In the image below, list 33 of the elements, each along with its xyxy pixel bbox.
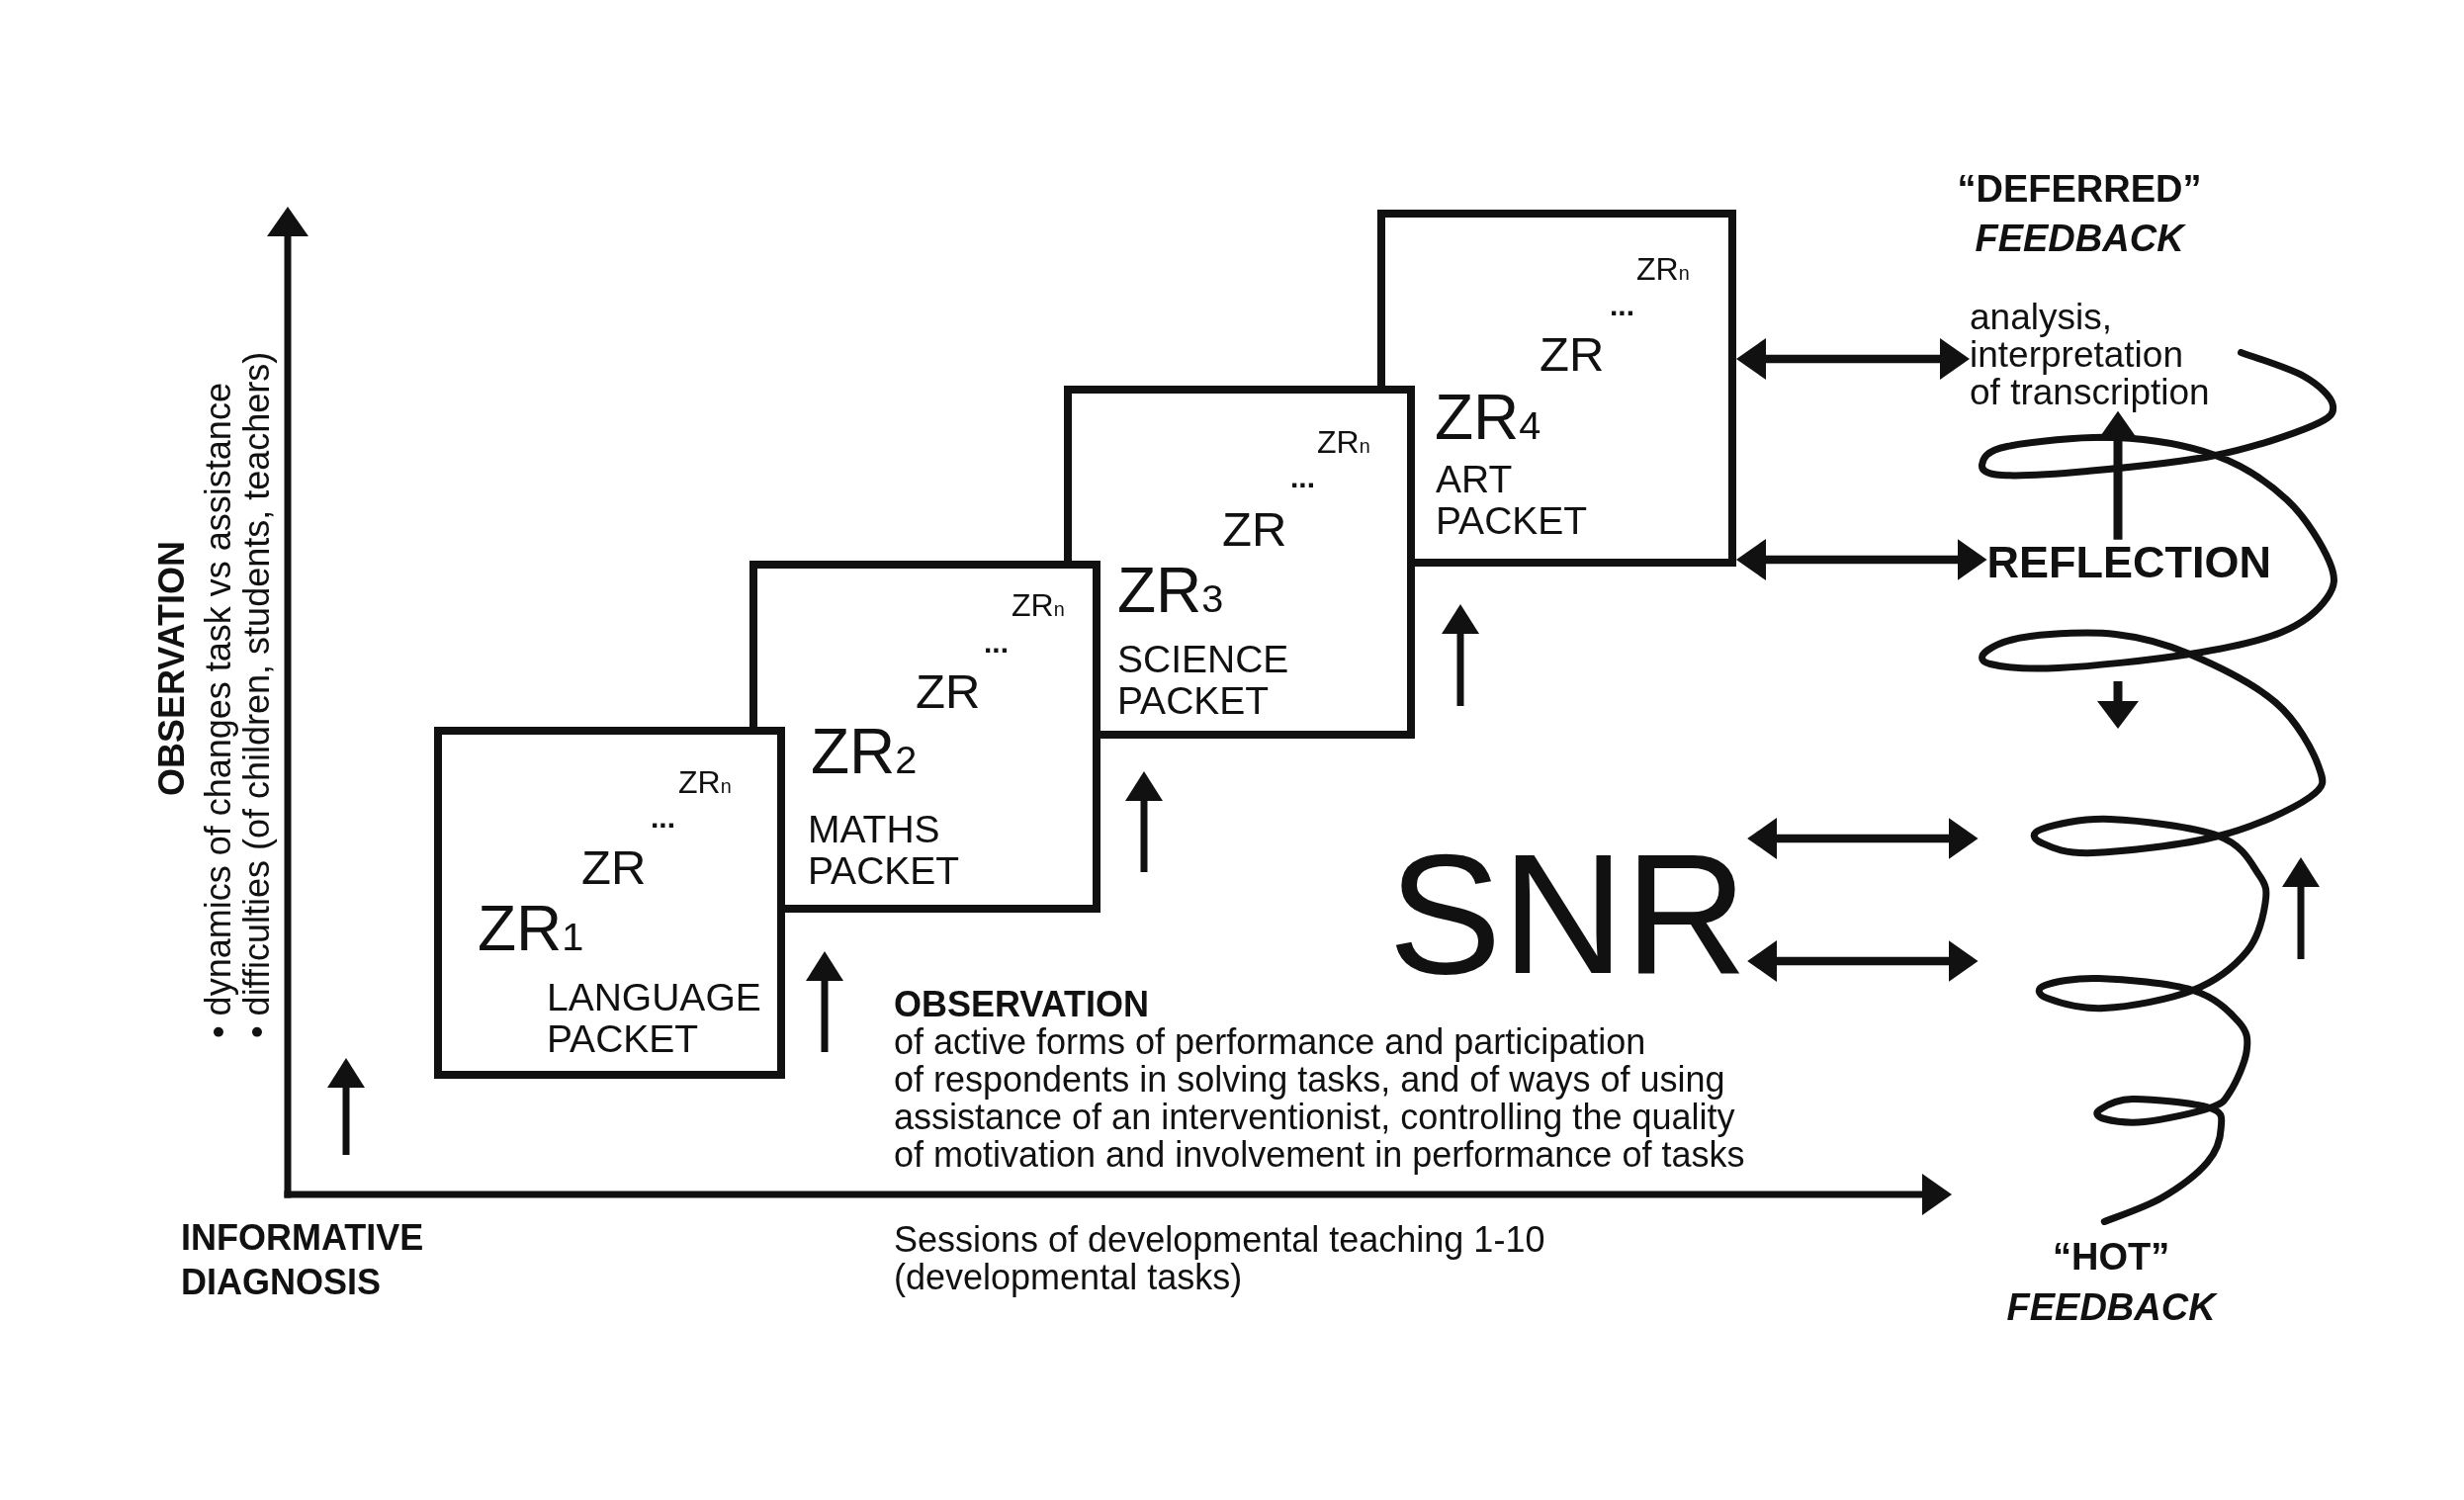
axis-heading: OBSERVATION: [154, 540, 191, 796]
zone-label: ZR: [1540, 329, 1605, 379]
packet-box: [434, 727, 785, 1079]
ellipsis-mark: ...: [984, 627, 1009, 658]
packet-label: LANGUAGE PACKET: [547, 977, 761, 1061]
axis-label: Sessions of developmental teaching 1-10 (developmental tasks): [894, 1221, 1545, 1297]
packet-label: SCIENCE PACKET: [1117, 639, 1289, 723]
packet-label: ART PACKET: [1436, 459, 1588, 543]
note-text: analysis, interpretation of transcription: [1970, 298, 2210, 411]
feedback-label: “HOT” FEEDBACK: [2006, 1234, 2216, 1330]
acronym-label: SNR: [1388, 828, 1748, 999]
bullet-item: • difficulties (of children, students, teachers): [239, 351, 276, 1038]
double-arrow: [1747, 940, 1979, 982]
double-arrow: [1747, 818, 1979, 859]
packet-label: MATHS PACKET: [808, 809, 960, 893]
packet-box: [749, 561, 1100, 913]
double-arrow: [1736, 338, 1970, 380]
section-heading: OBSERVATION: [894, 987, 1150, 1023]
axis-label: INFORMATIVE DIAGNOSIS: [181, 1215, 424, 1304]
packet-box: [1064, 386, 1415, 739]
stage-label: REFLECTION: [1986, 539, 2272, 584]
double-arrow: [1736, 539, 1987, 580]
ellipsis-mark: ...: [1610, 290, 1634, 320]
zone-label: ZR: [1222, 504, 1287, 554]
packet-box: [1377, 210, 1736, 567]
zone-label: ZR: [916, 666, 981, 716]
description-text: of active forms of performance and participation of respondents in solving tasks, and of ways of using assistance of an interventionist, controlling the quality of motivation and involvement in performance of tasks: [894, 1023, 1745, 1175]
ellipsis-mark: ...: [1290, 462, 1315, 492]
arrow: [2097, 410, 2139, 540]
ellipsis-mark: ...: [651, 802, 675, 833]
feedback-label: “DEFERRED” FEEDBACK: [1957, 167, 2202, 262]
bullet-item: • dynamics of changes task vs assistance: [201, 383, 237, 1038]
zone-label: ZR: [581, 842, 647, 892]
